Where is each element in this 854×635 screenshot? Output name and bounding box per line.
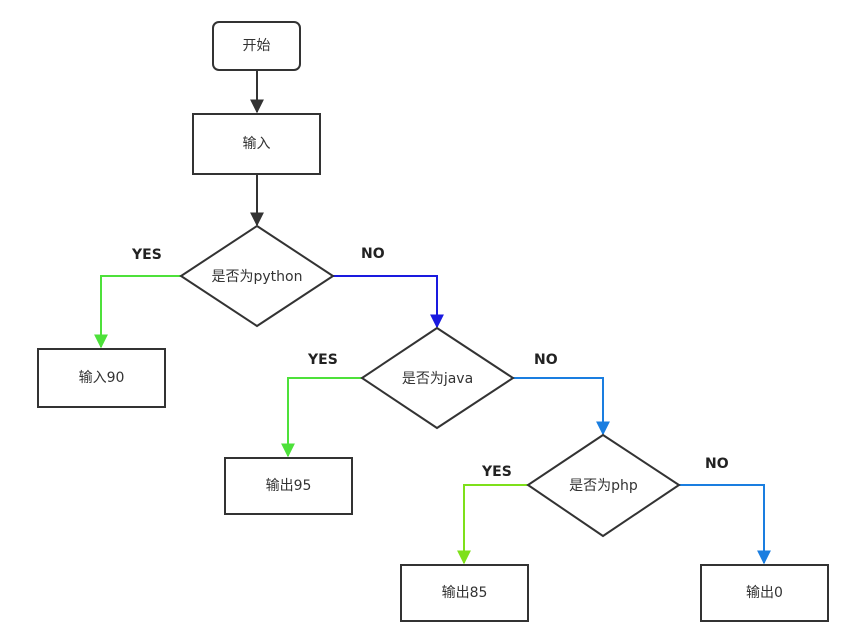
node-decision-python-label: 是否为python — [212, 269, 303, 285]
label-java-yes: YES — [307, 352, 338, 368]
node-output-95: 输出95 — [224, 457, 353, 515]
label-python-no: NO — [361, 246, 385, 262]
node-output-90: 输入90 — [37, 348, 166, 408]
node-decision-python: 是否为python — [179, 224, 335, 328]
node-output-95-label: 输出95 — [266, 478, 312, 494]
node-output-0: 输出0 — [700, 564, 829, 622]
label-java-no: NO — [534, 352, 558, 368]
edge-php-yes — [457, 484, 528, 565]
node-start: 开始 — [212, 21, 301, 71]
node-decision-java-label: 是否为java — [402, 371, 473, 387]
edge-java-yes — [281, 377, 362, 458]
edges — [94, 70, 771, 565]
edge-python-no — [333, 275, 444, 329]
edge-java-no — [513, 377, 610, 436]
node-output-85-label: 输出85 — [442, 585, 488, 601]
node-start-label: 开始 — [243, 38, 271, 54]
node-output-0-label: 输出0 — [746, 585, 783, 601]
node-input: 输入 — [192, 113, 321, 175]
edge-python-yes — [94, 275, 181, 349]
node-decision-php: 是否为php — [526, 433, 681, 538]
node-decision-php-label: 是否为php — [569, 478, 638, 494]
edge-php-no — [679, 484, 771, 565]
node-decision-java: 是否为java — [360, 326, 515, 430]
node-output-85: 输出85 — [400, 564, 529, 622]
label-php-no: NO — [705, 456, 729, 472]
label-php-yes: YES — [481, 464, 512, 480]
node-input-label: 输入 — [243, 136, 271, 152]
label-python-yes: YES — [131, 247, 162, 263]
node-output-90-label: 输入90 — [79, 370, 125, 386]
edge-labels: YES NO YES NO YES NO — [131, 246, 729, 480]
